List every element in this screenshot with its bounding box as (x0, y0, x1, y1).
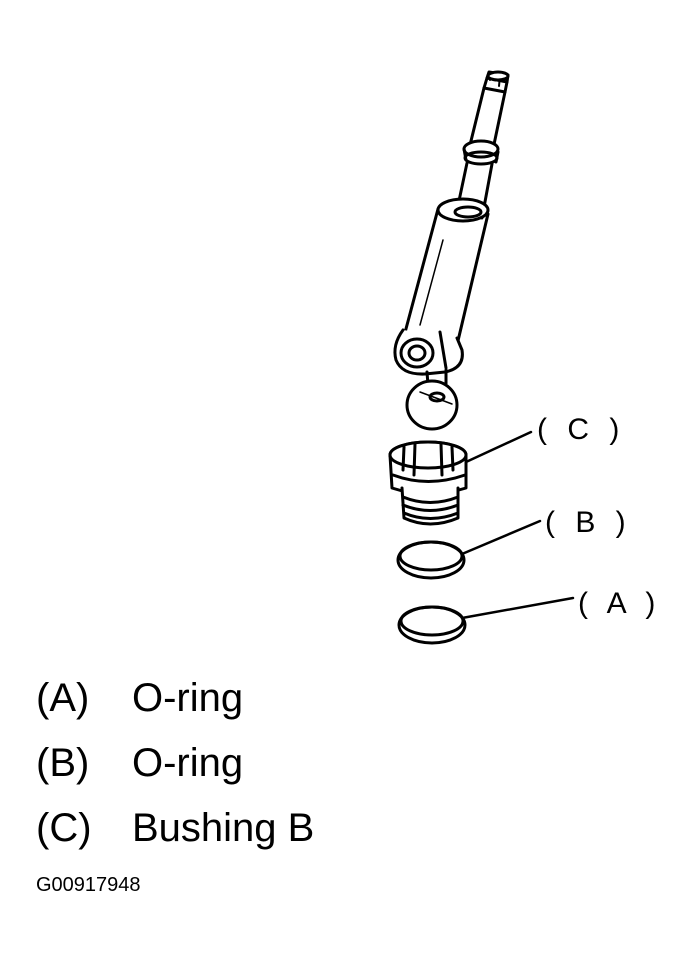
callout-c: ( C ) (537, 413, 626, 446)
shift-rod (454, 70, 510, 220)
lever-joint (393, 328, 464, 389)
legend-label: O-ring (132, 741, 244, 785)
legend-code: (A) (36, 676, 90, 720)
legend-code: (C) (36, 806, 92, 850)
leader-line-c (464, 430, 533, 464)
bushing-b (388, 440, 468, 526)
o-ring-a (397, 605, 467, 645)
ball-end (405, 379, 459, 431)
legend-label: O-ring (132, 676, 244, 720)
leader-line-a (460, 596, 575, 620)
lever-tube (401, 197, 490, 347)
rod-collar (462, 139, 500, 166)
o-ring-b (396, 540, 466, 580)
callout-a: ( A ) (578, 587, 662, 620)
legend-code: (B) (36, 741, 90, 785)
knurled-tip (482, 70, 510, 94)
leader-line-b (460, 519, 542, 556)
callout-b: ( B ) (545, 506, 632, 539)
legend-label: Bushing B (132, 806, 315, 850)
figure-id: G00917948 (36, 874, 141, 896)
